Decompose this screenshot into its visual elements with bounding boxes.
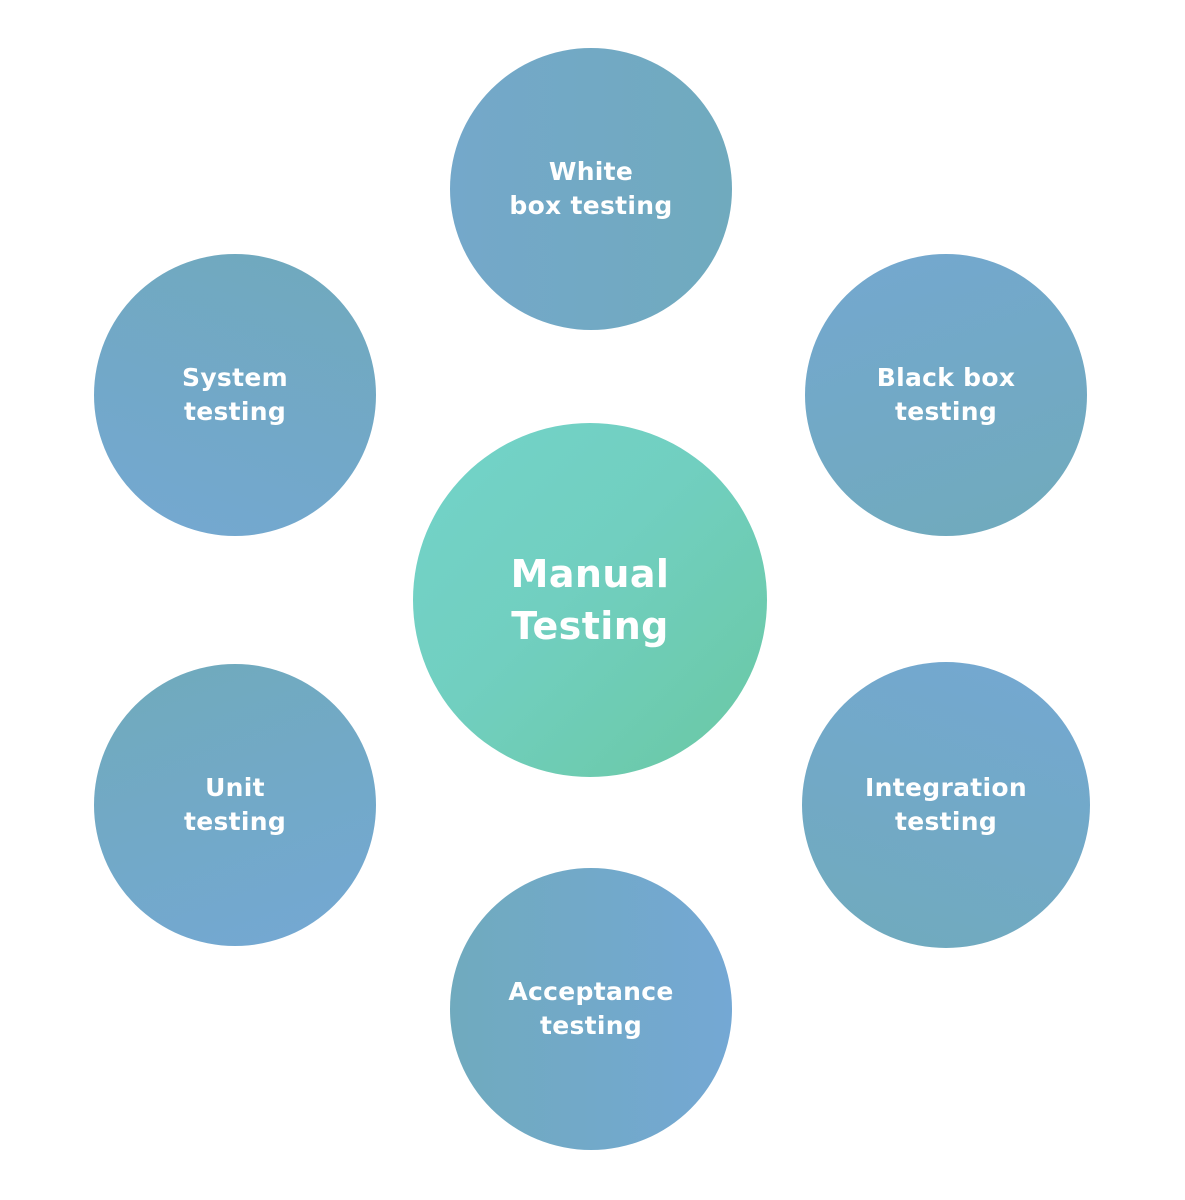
center-node-label-line-2: Testing [511, 604, 669, 648]
node-label-line-1: System [182, 363, 288, 392]
node-label-line-1: Unit [205, 773, 265, 802]
node-label-line-2: testing [894, 397, 998, 426]
node-label-line-1: Black box [876, 363, 1016, 392]
center-node-label-line-1: Manual [510, 552, 670, 596]
node-black-box-testing: Black box testing [805, 254, 1087, 536]
center-node-manual-testing: Manual Testing [413, 423, 767, 777]
node-label-line-1: White [548, 157, 634, 186]
node-integration-testing: Integration testing [802, 662, 1090, 948]
node-label-line-2: testing [183, 807, 287, 836]
node-label-line-2: testing [894, 807, 998, 836]
node-label-line-1: Acceptance [508, 977, 674, 1006]
node-label-line-1: Integration [865, 773, 1027, 802]
node-label-line-2: box testing [509, 191, 673, 220]
node-label-line-2: testing [539, 1011, 643, 1040]
node-unit-testing: Unit testing [94, 664, 376, 946]
node-white-box-testing: White box testing [450, 48, 732, 330]
node-acceptance-testing: Acceptance testing [450, 868, 732, 1150]
node-system-testing: System testing [94, 254, 376, 536]
node-label-line-2: testing [183, 397, 287, 426]
